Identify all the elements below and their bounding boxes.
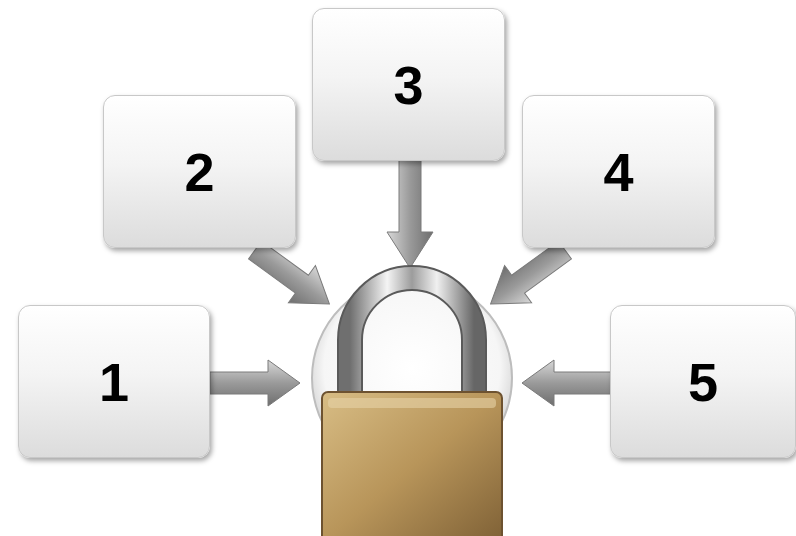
callout-number: 3 xyxy=(393,58,423,112)
callout-number: 4 xyxy=(603,145,633,199)
numbered-box: 5 xyxy=(610,305,796,458)
callout-number: 2 xyxy=(184,145,214,199)
numbered-box: 4 xyxy=(522,95,715,248)
callout-number: 5 xyxy=(688,355,718,409)
numbered-box: 2 xyxy=(103,95,296,248)
numbered-box: 3 xyxy=(312,8,505,161)
callout-number: 1 xyxy=(99,355,129,409)
numbered-box: 1 xyxy=(18,305,210,458)
